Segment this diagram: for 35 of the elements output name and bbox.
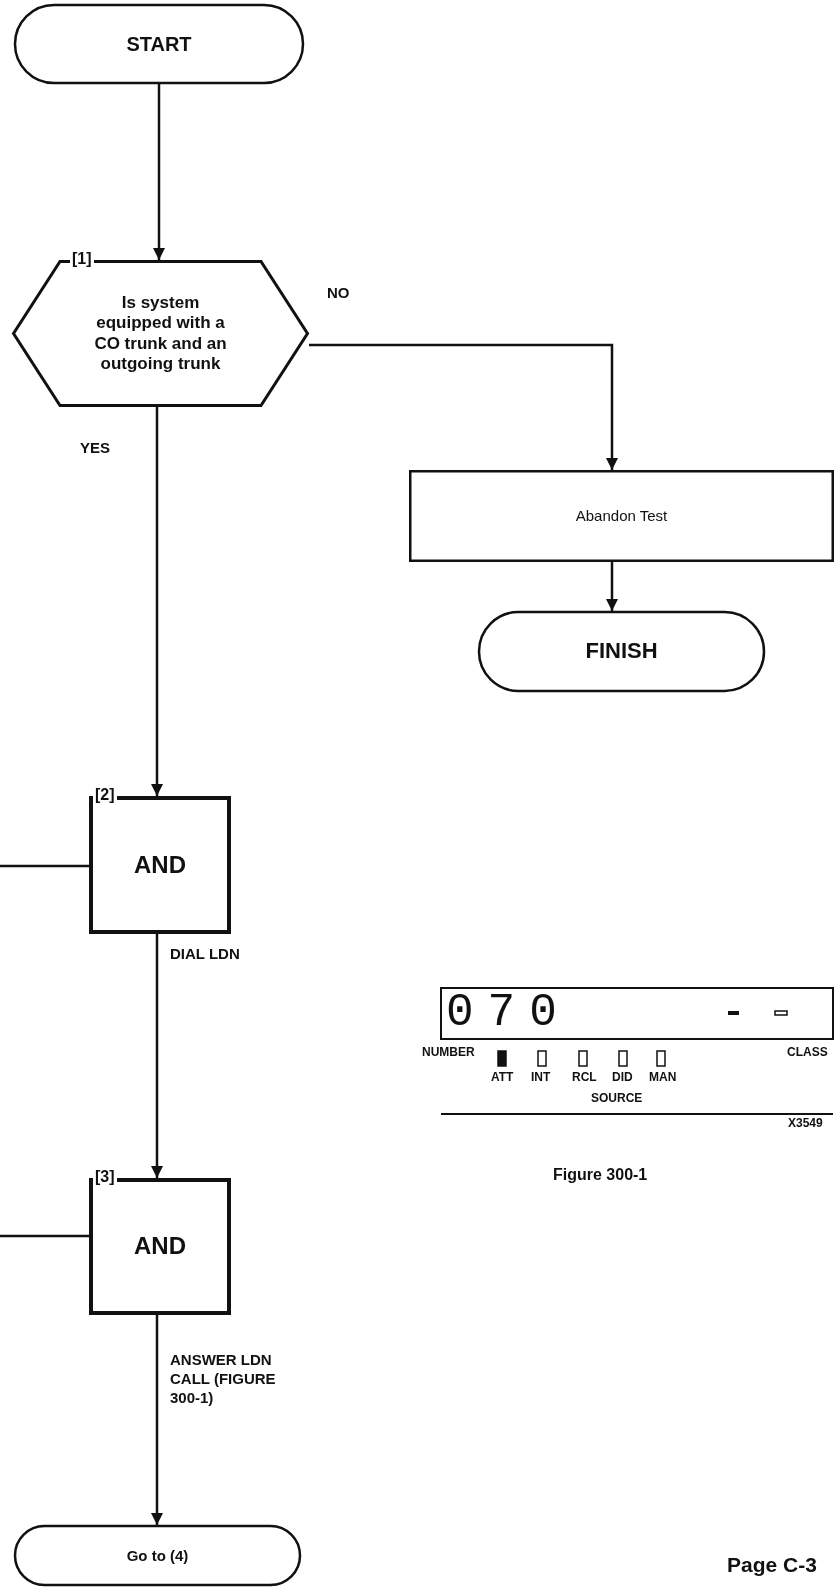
edge-label: DIAL LDN <box>170 944 241 963</box>
edge-label: NO <box>327 283 351 302</box>
step-text: Abandon Test <box>575 507 668 525</box>
display-label: CLASS <box>787 1045 828 1059</box>
step-text: START <box>126 32 192 56</box>
process-box <box>409 470 834 562</box>
display-label: INT <box>531 1070 551 1084</box>
display-label: DID <box>612 1070 633 1084</box>
display-label: NUMBER <box>422 1045 475 1059</box>
display-digits: 070 <box>446 990 571 1036</box>
arrow <box>150 934 164 1178</box>
step-number: [3] <box>93 1168 117 1186</box>
question-text: Is system equipped with a CO trunk and an outgoing trunk <box>93 292 228 375</box>
edge-label: YES <box>80 438 111 457</box>
connector-line <box>0 864 89 868</box>
display-label: RCL <box>572 1070 597 1084</box>
step-number: [1] <box>70 250 94 268</box>
step-text: Go to (4) <box>126 1546 189 1565</box>
figure-caption: Figure 300-1 <box>553 1168 648 1182</box>
arrow <box>309 343 619 470</box>
display-label: MAN <box>649 1070 677 1084</box>
terminal-pill <box>14 1525 301 1586</box>
arrow <box>150 407 164 796</box>
arrow <box>152 84 166 260</box>
step-text: AND <box>134 1232 186 1261</box>
display-label: ATT <box>491 1070 514 1084</box>
step-text: AND <box>134 850 186 880</box>
edge-label: ANSWER LDN CALL (FIGURE 300-1) <box>170 1350 277 1407</box>
display-label: SOURCE <box>591 1091 643 1105</box>
connector-line <box>0 1234 89 1238</box>
arrow <box>605 562 619 611</box>
step-number: [2] <box>93 786 117 804</box>
step-text: FINISH <box>585 638 658 665</box>
display-label: X3549 <box>788 1116 823 1130</box>
arrow <box>150 1315 164 1525</box>
